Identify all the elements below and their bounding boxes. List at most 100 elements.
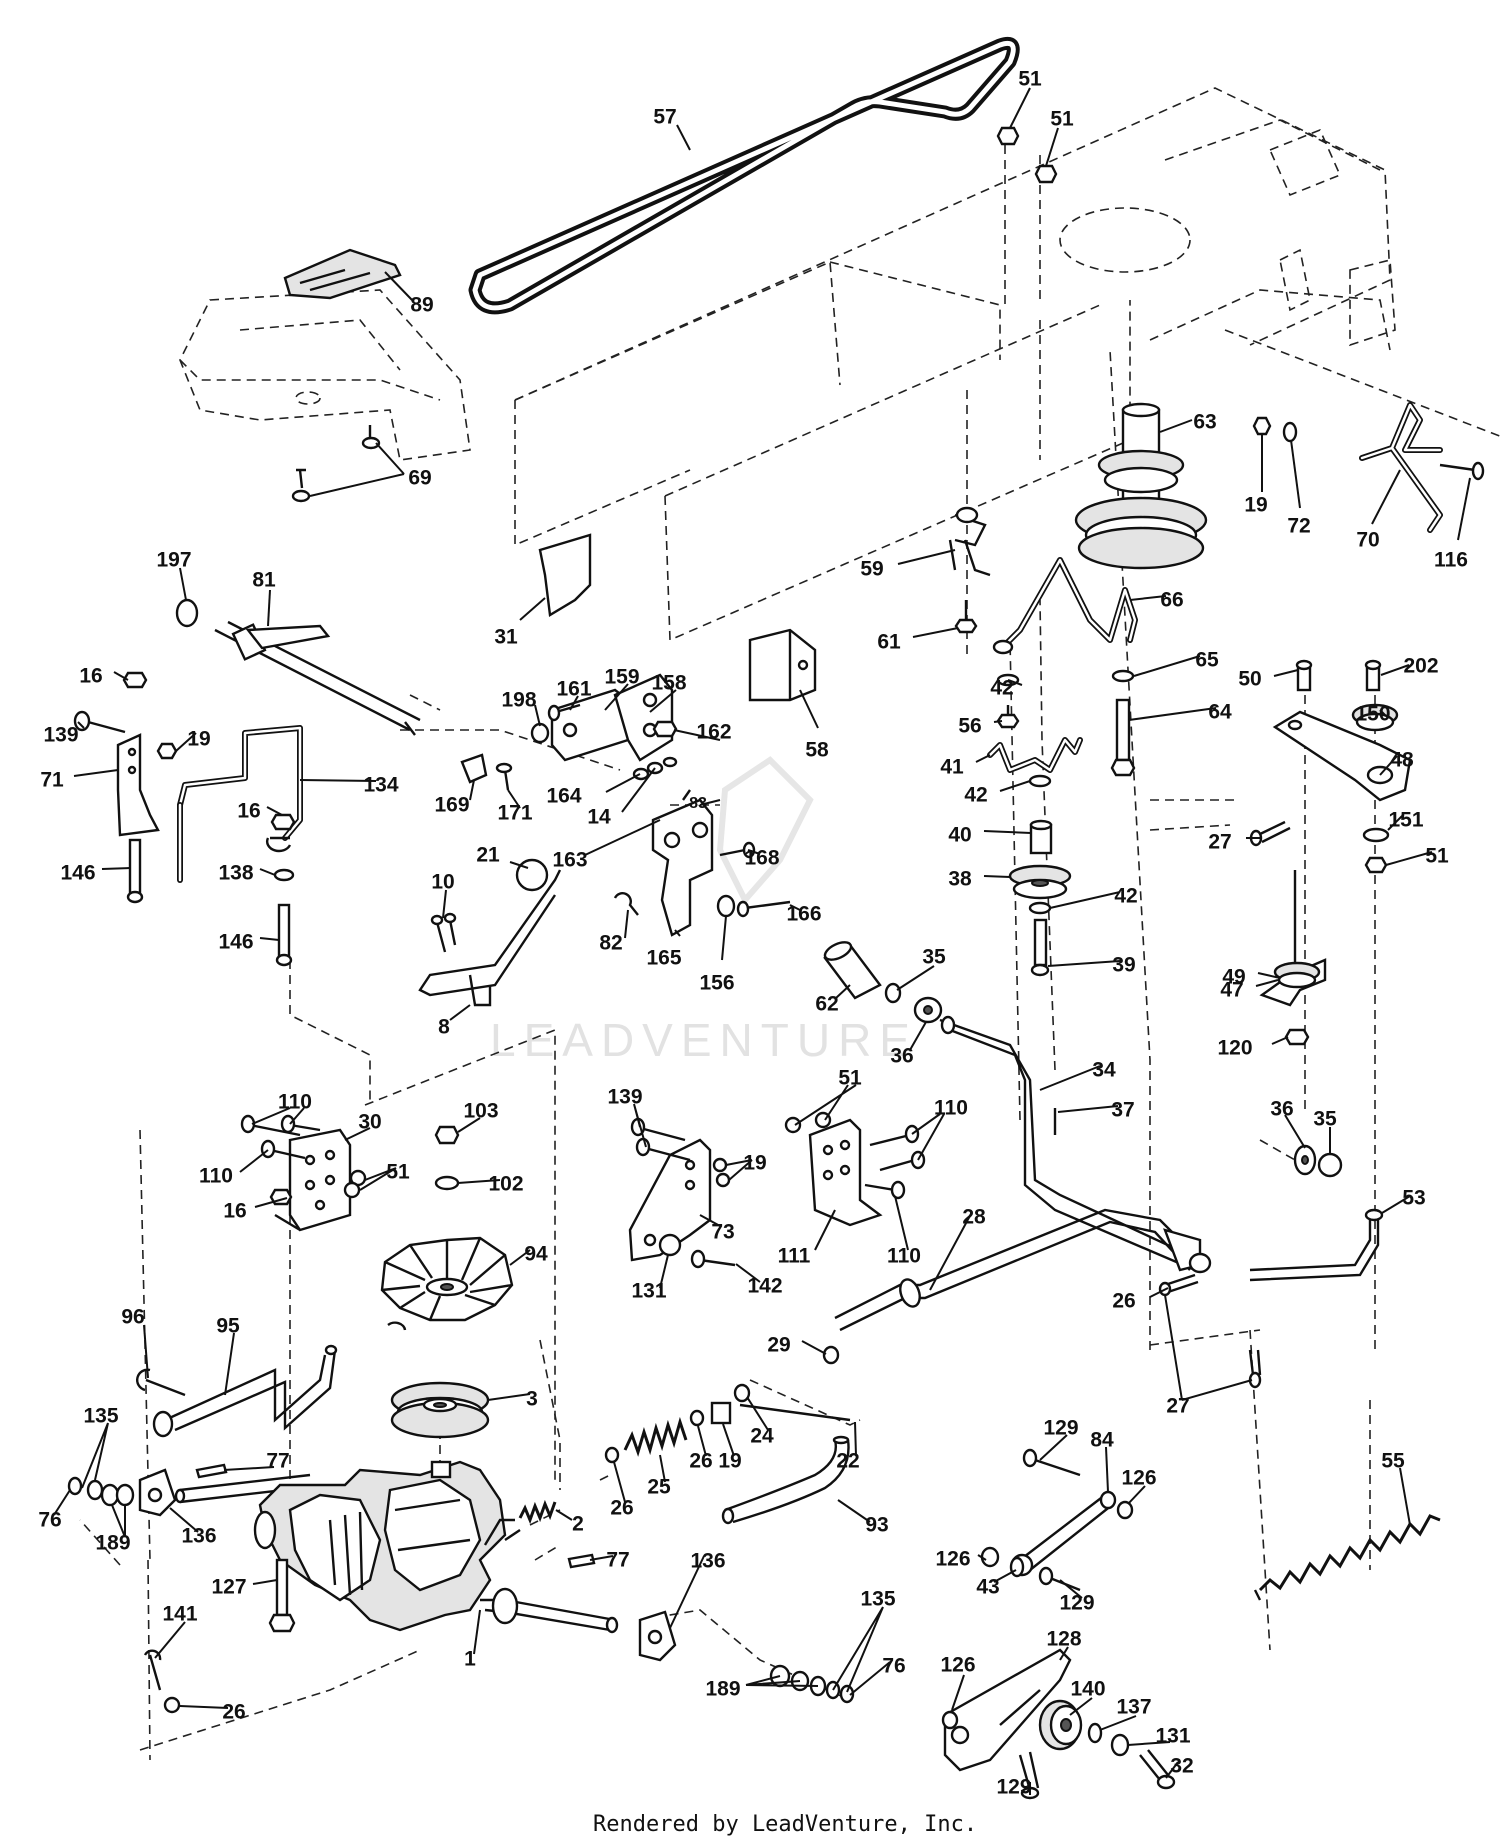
part-washer-138 — [273, 868, 295, 882]
callout-c57: 57 — [653, 106, 676, 129]
callout-c72: 72 — [1287, 515, 1310, 538]
part-rod-70 — [1359, 402, 1443, 533]
callout-c146b: 146 — [218, 931, 253, 954]
part-rod-22 — [739, 1403, 851, 1422]
callout-c164: 164 — [546, 785, 581, 808]
part-19-72 — [1252, 416, 1298, 443]
callout-c19d: 19 — [718, 1450, 741, 1473]
callout-c34: 34 — [1092, 1059, 1116, 1082]
callout-c27a: 27 — [1208, 831, 1231, 854]
part-bracket-136b — [638, 1610, 677, 1662]
callout-c129c: 129 — [996, 1776, 1031, 1799]
part-washers-left — [67, 1476, 135, 1507]
callout-c76a: 76 — [38, 1509, 61, 1532]
part-nut-16a — [122, 671, 148, 689]
callout-c63: 63 — [1193, 411, 1216, 434]
part-arm-48 — [1272, 710, 1412, 802]
callout-c83: 83 — [689, 795, 707, 812]
part-fan-94 — [380, 1236, 514, 1322]
callout-c77b: 77 — [606, 1549, 629, 1572]
callout-c197: 197 — [156, 549, 191, 572]
callout-c41: 41 — [940, 756, 964, 779]
callout-c71: 71 — [40, 769, 64, 792]
part-bracket-30 — [274, 1128, 352, 1232]
callout-c49: 49 — [1222, 966, 1245, 989]
part-nuts-19c — [712, 1157, 731, 1188]
callout-c168: 168 — [744, 847, 779, 870]
callout-c32: 32 — [1170, 1755, 1193, 1778]
callout-c51c: 51 — [1425, 845, 1449, 868]
part-bolt-171 — [495, 762, 513, 791]
callout-c126c: 126 — [940, 1654, 975, 1677]
frame-phantom — [79, 87, 1500, 1761]
part-washer-131a — [658, 1233, 682, 1257]
callout-c39: 39 — [1112, 954, 1135, 977]
part-washer-65 — [1111, 669, 1135, 683]
callout-c51d: 51 — [838, 1067, 862, 1090]
part-bolt-61 — [954, 600, 978, 634]
callout-c26b: 26 — [689, 1450, 712, 1473]
part-nuts-51d — [784, 1111, 832, 1134]
callout-c166: 166 — [786, 903, 821, 926]
callout-c159: 159 — [604, 666, 639, 689]
callout-c73: 73 — [711, 1221, 734, 1244]
callout-c89: 89 — [410, 294, 433, 317]
part-spring-2 — [518, 1499, 557, 1525]
callout-c10: 10 — [431, 871, 454, 894]
part-key-77a — [195, 1463, 228, 1479]
callout-c66: 66 — [1160, 589, 1183, 612]
callout-c51a: 51 — [1018, 68, 1042, 91]
part-nut-162 — [652, 720, 678, 738]
callout-c1: 1 — [464, 1648, 476, 1671]
part-bolt-161 — [547, 703, 581, 722]
part-26b-19-24 — [689, 1383, 751, 1427]
callout-c198: 198 — [501, 689, 536, 712]
part-bolt-50 — [1295, 659, 1313, 692]
callout-c116: 116 — [1434, 549, 1468, 572]
callout-c163: 163 — [552, 849, 587, 872]
callout-c110d: 110 — [887, 1245, 921, 1268]
part-nut-126c — [941, 1710, 959, 1730]
callout-c161: 161 — [556, 678, 591, 701]
callout-c51e: 51 — [386, 1161, 410, 1184]
part-bolt-166 — [736, 900, 791, 918]
part-wire-66 — [992, 557, 1138, 655]
leader-lines — [53, 87, 1471, 1795]
callout-c76b: 76 — [882, 1655, 905, 1678]
callout-c84: 84 — [1090, 1429, 1114, 1452]
part-transaxle-1 — [174, 1460, 619, 1634]
part-197 — [175, 598, 199, 628]
part-rod-134 — [177, 725, 303, 883]
part-10 — [430, 912, 457, 953]
part-lever-8 — [418, 869, 562, 1007]
callout-c156: 156 — [699, 972, 734, 995]
callout-c38: 38 — [948, 868, 972, 891]
part-bracket-136a — [138, 1468, 177, 1517]
part-washer-137 — [1087, 1722, 1103, 1744]
callout-c146a: 146 — [60, 862, 95, 885]
part-spring-55 — [1253, 1514, 1441, 1601]
part-169 — [460, 753, 488, 784]
callout-c26d: 26 — [222, 1701, 245, 1724]
part-bolts-69 — [291, 425, 381, 503]
callout-c35b: 35 — [1313, 1108, 1337, 1131]
callout-c162: 162 — [696, 721, 731, 744]
callout-c62: 62 — [815, 993, 838, 1016]
part-knob-21 — [515, 858, 549, 892]
part-35b — [1317, 1152, 1343, 1178]
callout-c64: 64 — [1208, 701, 1232, 724]
callout-c2: 2 — [572, 1513, 584, 1536]
callout-c135a: 135 — [83, 1405, 118, 1428]
callout-c111: 111 — [778, 1245, 811, 1268]
callout-c150: 150 — [1355, 703, 1390, 726]
part-bolt-39 — [1030, 918, 1050, 977]
part-key-77b — [567, 1553, 596, 1569]
part-cap-29 — [822, 1345, 840, 1365]
part-bolt-142 — [690, 1249, 736, 1269]
part-washers-right — [769, 1664, 855, 1704]
callout-c95: 95 — [216, 1315, 240, 1338]
callout-c139b: 139 — [607, 1086, 642, 1109]
callout-c165: 165 — [646, 947, 681, 970]
callout-c94: 94 — [524, 1243, 548, 1266]
